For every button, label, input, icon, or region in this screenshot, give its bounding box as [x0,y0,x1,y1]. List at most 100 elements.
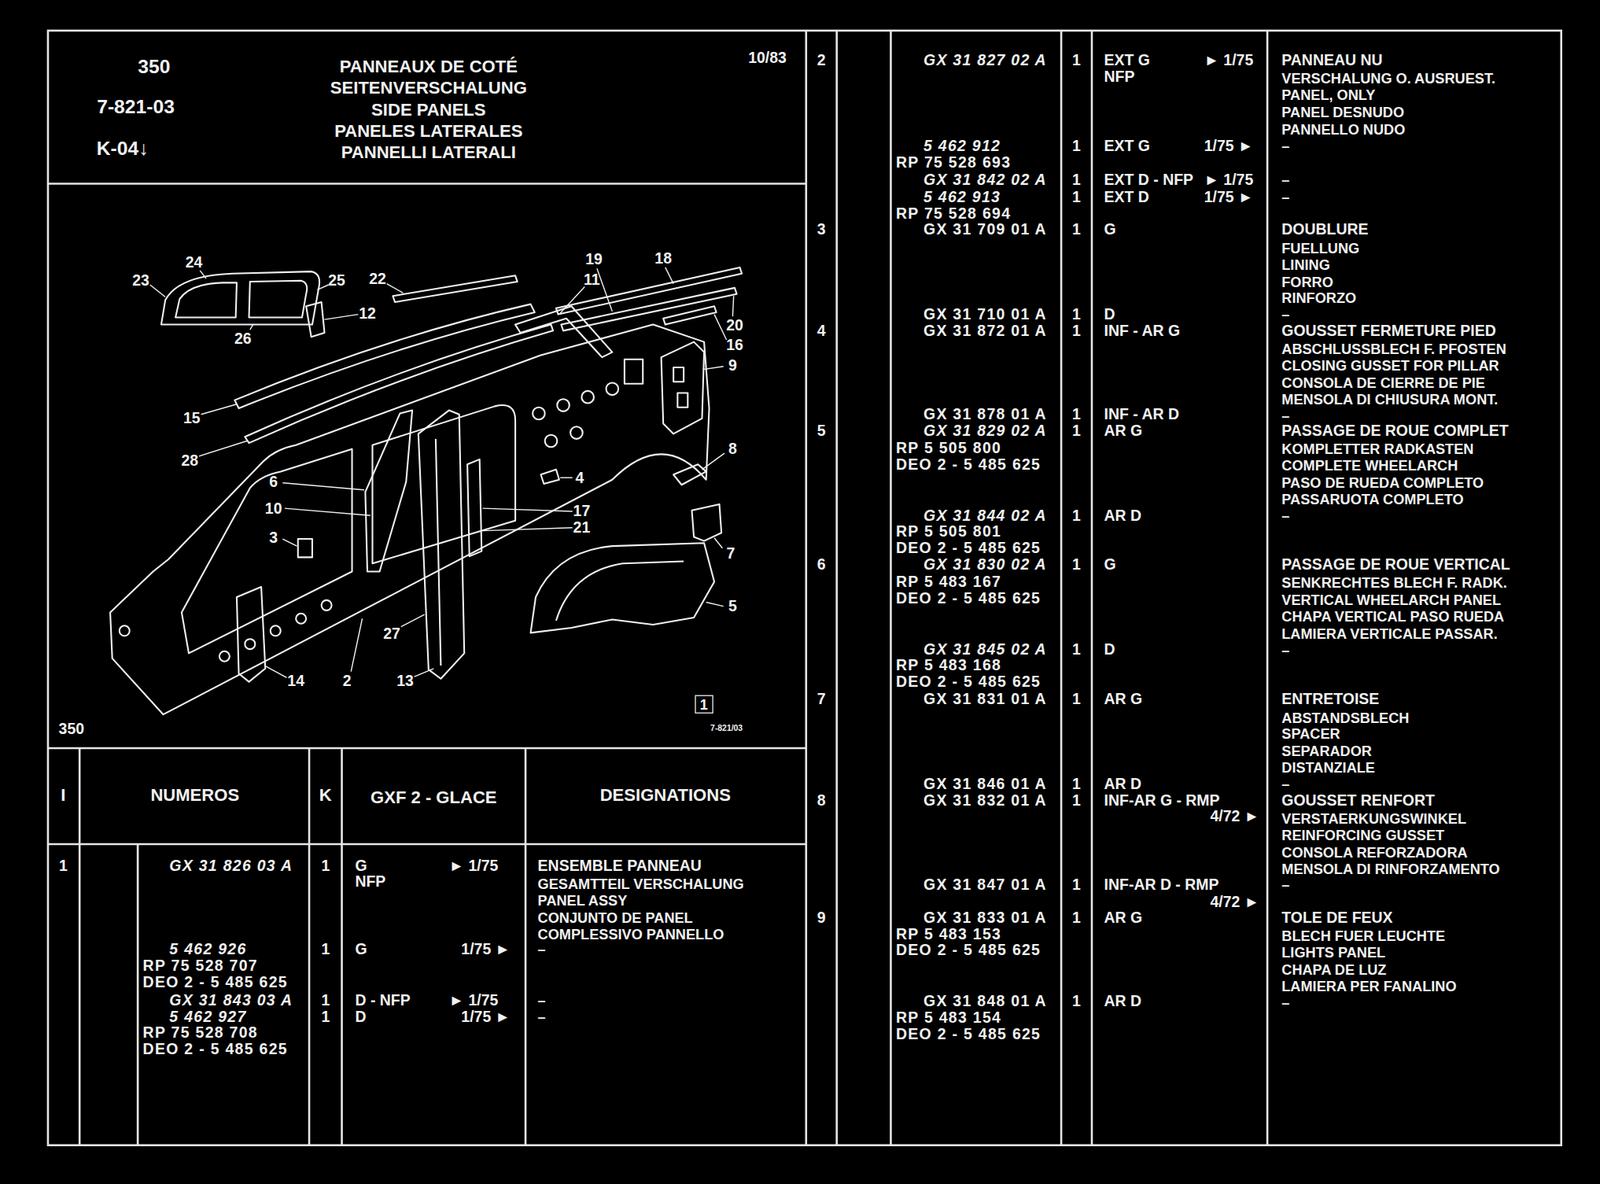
table-cell: 9 [817,908,826,927]
window-frame [249,280,308,318]
designation: – [1281,641,1290,660]
fitment-code: INF-AR D - RMP [1104,875,1220,894]
table-grid [835,30,838,1146]
fitment-code: G [354,856,367,875]
designation: MENSOLA DI CHIUSURA MONT. [1281,390,1498,409]
fitment-code: AR G [1104,689,1143,708]
catalog-reference: 7-821-03 [96,98,175,117]
part-number: GX 31 709 01 A [923,220,1048,239]
designation: FORRO [1281,272,1334,291]
fitment-code: INF - AR G [1104,321,1181,340]
callout-number: 19 [585,250,603,269]
window-frame [175,282,237,318]
designation: – [1281,506,1290,525]
table-grid [340,748,343,1146]
pillar [364,410,413,572]
callout-number: 8 [728,439,738,458]
callout-number: 22 [368,269,387,288]
table-cell: 1 [1072,188,1081,207]
designation: CONJUNTO DE PANEL [538,908,694,927]
wheelarch [691,504,722,542]
part-number: DEO 2 - 5 485 625 [895,455,1041,474]
table-grid [524,748,528,1146]
table-cell: 1 [1072,305,1081,324]
fitment-code: NFP [1104,67,1136,86]
designation: – [538,1007,546,1026]
leader-line [282,482,365,491]
leader-line [282,538,297,546]
designation: COMPLESSIVO PANNELLO [538,924,725,943]
wheelarch [673,464,707,485]
table-cell: 7 [817,689,826,708]
leader-line [714,538,723,549]
part-number: DEO 2 - 5 485 625 [895,940,1041,959]
fitment-code: 1/75 ► [460,940,511,959]
table-header: GXF 2 - GLACE [370,788,498,808]
table-grid [47,182,807,185]
side-panel [581,390,594,404]
fitment-code: NFP [354,872,386,891]
part-number: 5 462 927 [169,1007,247,1026]
leader-line [701,453,725,470]
leader-line [199,440,248,456]
designation-heading: GOUSSET RENFORT [1281,790,1435,809]
part-number: 5 462 912 [923,136,1001,155]
callout-number: 23 [132,271,150,290]
part-number: GX 31 829 02 A [923,421,1048,440]
leader-line [150,267,734,679]
designation: LIGHTS PANEL [1281,943,1386,962]
leader-line [732,295,734,317]
table-cell: 1 [1072,321,1081,340]
designation-heading: ENSEMBLE PANNEAU [538,856,702,875]
part-number: GX 31 833 01 A [923,908,1048,927]
leader-line [482,508,573,512]
pillar [418,410,465,679]
part-number: GX 31 827 02 A [923,51,1048,70]
side-panel [181,449,353,653]
table-grid [47,843,807,846]
table-cell: 1 [1072,405,1081,424]
table-grid [47,747,807,750]
wheelarch [661,342,705,435]
designation-heading: DOUBLURE [1281,220,1368,239]
table-cell: 1 [320,1007,330,1026]
callout-number: 28 [180,450,199,469]
designation: DISTANZIALE [1281,758,1376,777]
designation: COMPLETE WHEELARCH [1281,456,1458,475]
leader-line [703,366,724,370]
callout-number: 27 [383,624,401,643]
fitment-code: ► 1/75 [1204,51,1254,70]
illustration-panel: 3507-821/031 [47,184,807,749]
wheelarch [556,561,684,621]
table-cell: 1 [320,991,330,1010]
designation: VERSTAERKUNGSWINKEL [1281,809,1467,828]
window-frame [161,271,320,325]
table-cell: 1 [1072,51,1081,70]
fitment-code: INF-AR G - RMP [1104,790,1221,809]
table-grid [1060,30,1063,1146]
table-cell: 1 [1072,220,1081,239]
designation: GESAMTTEIL VERSCHALUNG [538,874,745,893]
fitment-code: ► 1/75 [449,991,499,1010]
catalog-section: 350 [58,719,85,738]
part-number: GX 31 845 02 A [923,639,1048,658]
callout-number: 26 [234,329,252,348]
fitment-code: INF - AR D [1104,405,1180,424]
side-panel [532,407,546,421]
designation: LAMIERA PER FANALINO [1281,976,1457,996]
part-number: GX 31 826 03 A [169,856,293,875]
wheelarch [673,367,684,382]
part-number: RP 5 483 154 [895,1008,1002,1027]
callout-number: 16 [726,335,744,354]
callout-number: 20 [726,316,744,335]
part-number: DEO 2 - 5 485 625 [895,589,1041,608]
table-cell: 1 [1072,689,1081,708]
designation-heading: PASSAGE DE ROUE VERTICAL [1281,555,1510,574]
callout-number: 10 [265,498,283,517]
part-number: RP 5 483 167 [895,572,1002,591]
wheelarch [541,469,560,484]
leader-line [706,601,724,606]
fitment-code: ► 1/75 [1204,170,1254,189]
table-cell: 4 [817,321,826,340]
